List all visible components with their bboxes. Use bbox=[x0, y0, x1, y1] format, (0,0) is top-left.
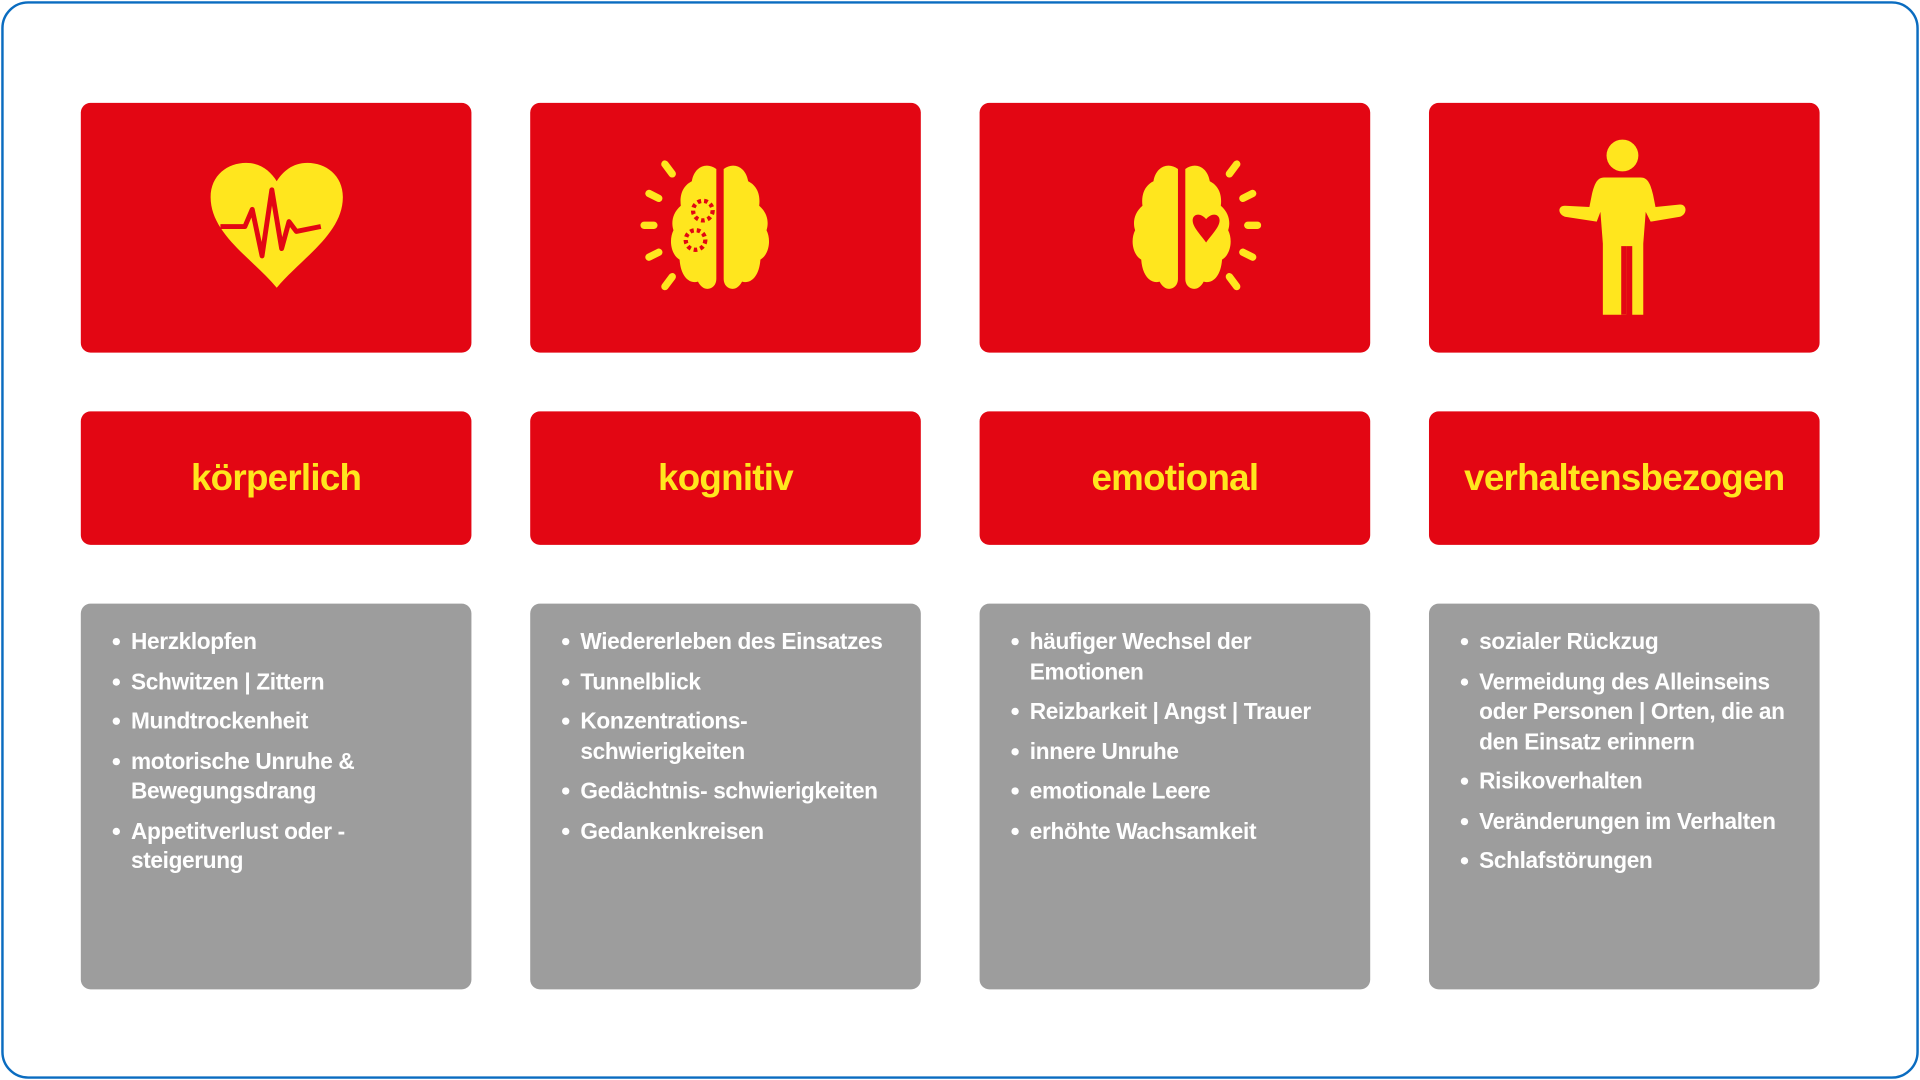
category-label-koerperlich: körperlich bbox=[80, 411, 472, 545]
list-item: Tunnelblick bbox=[562, 667, 903, 697]
list-item: Wiedererleben des Einsatzes bbox=[562, 627, 903, 657]
person-icon bbox=[1558, 139, 1685, 315]
list-item: Konzentrations- schwierigkeiten bbox=[562, 707, 903, 767]
symptom-list-emotional: häufiger Wechsel der Emotionen Reizbarke… bbox=[979, 603, 1371, 990]
list-item: Schlafstörungen bbox=[1460, 846, 1802, 876]
list-item: Reizbarkeit | Angst | Trauer bbox=[1011, 697, 1353, 727]
list-item: Gedankenkreisen bbox=[562, 816, 903, 846]
icon-tile-kognitiv bbox=[530, 102, 921, 353]
list-item: sozialer Rückzug bbox=[1460, 627, 1802, 657]
brain-heart-icon bbox=[1131, 160, 1261, 291]
heart-pulse-icon bbox=[210, 162, 343, 288]
list-item: innere Unruhe bbox=[1011, 737, 1353, 767]
category-label-emotional: emotional bbox=[979, 411, 1371, 545]
icon-tile-emotional bbox=[979, 102, 1371, 353]
icon-tile-verhaltensbezogen bbox=[1428, 102, 1820, 353]
symptom-list-koerperlich: Herzklopfen Schwitzen | Zittern Mundtroc… bbox=[80, 603, 472, 990]
list-item: Risikoverhalten bbox=[1460, 767, 1802, 797]
list-item: häufiger Wechsel der Emotionen bbox=[1011, 627, 1353, 687]
list-item: Schwitzen | Zittern bbox=[112, 667, 454, 697]
list-item: Appetitverlust oder -steigerung bbox=[112, 816, 454, 876]
list-item: Gedächtnis- schwierigkeiten bbox=[562, 776, 903, 806]
list-item: erhöhte Wachsamkeit bbox=[1011, 816, 1353, 846]
list-item: Vermeidung des Alleinseins oder Personen… bbox=[1460, 667, 1802, 757]
brain-gears-icon bbox=[639, 160, 769, 291]
list-item: Herzklopfen bbox=[112, 627, 454, 657]
list-item: emotionale Leere bbox=[1011, 776, 1353, 806]
icon-tile-koerperlich bbox=[80, 102, 472, 353]
category-label-verhaltensbezogen: verhaltensbezogen bbox=[1428, 411, 1820, 545]
list-item: motorische Unruhe & Bewegungsdrang bbox=[112, 746, 454, 806]
category-label-kognitiv: kognitiv bbox=[530, 411, 921, 545]
list-item: Veränderungen im Verhalten bbox=[1460, 806, 1802, 836]
list-item: Mundtrockenheit bbox=[112, 707, 454, 737]
symptom-list-verhaltensbezogen: sozialer Rückzug Vermeidung des Alleinse… bbox=[1428, 603, 1820, 990]
symptom-list-kognitiv: Wiedererleben des Einsatzes Tunnelblick … bbox=[530, 603, 921, 990]
